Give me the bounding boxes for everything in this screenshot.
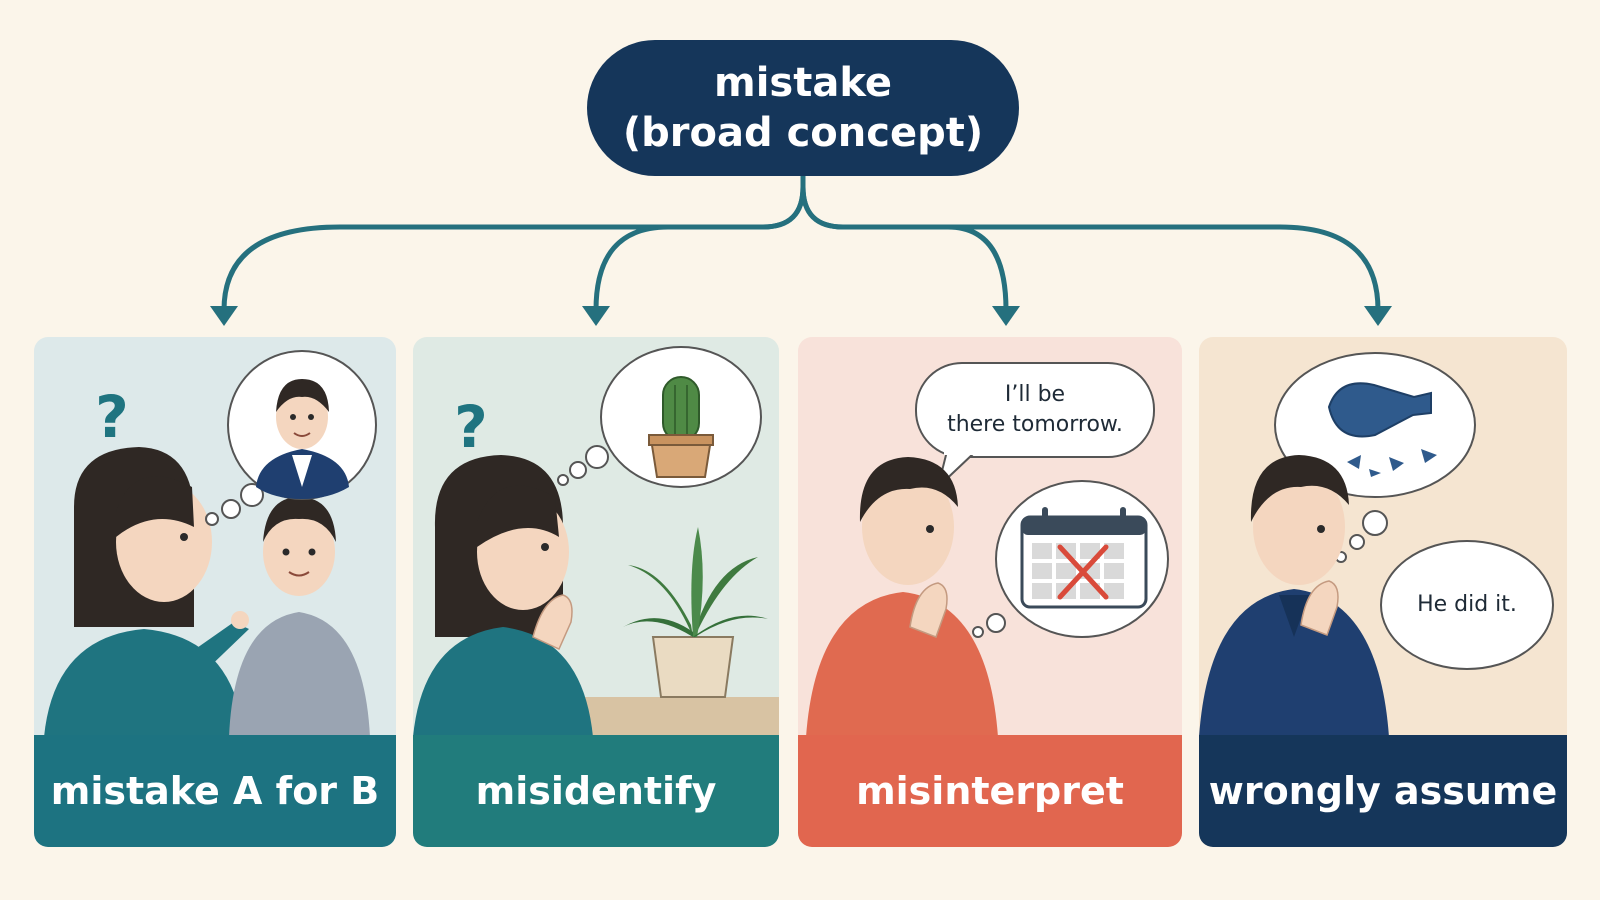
- arrow-to-misidentify: [593, 173, 806, 313]
- man-face: [263, 508, 335, 596]
- calendar-x-icon: [995, 480, 1169, 638]
- man-face: [862, 469, 954, 585]
- speech-bubble: [915, 362, 1155, 491]
- question-mark-icon: ?: [95, 383, 129, 451]
- thinking-hand: [1300, 580, 1339, 636]
- arrow-to-mistake-a-for-b: [221, 173, 806, 313]
- man-body: [806, 592, 998, 737]
- speech-bubble-text: I’ll be there tomorrow.: [916, 380, 1154, 440]
- arrow-to-wrongly-assume: [800, 173, 1381, 313]
- root-subtitle: (broad concept): [622, 110, 984, 156]
- card-misidentify: ?: [413, 337, 779, 847]
- arrowhead-3: [992, 306, 1020, 326]
- speech-line-1: I’ll be: [1004, 382, 1066, 407]
- scene-mistake-a-for-b: ?: [44, 350, 377, 737]
- pointing-hand: [184, 622, 249, 677]
- arrowhead-1: [210, 306, 238, 326]
- potted-plant: [623, 527, 768, 698]
- scene-misinterpret: [806, 362, 1169, 737]
- card-mistake-a-for-b: ?: [34, 337, 396, 847]
- speech-line-2: there tomorrow.: [947, 412, 1123, 437]
- man-face: [1253, 469, 1345, 585]
- thinking-hand: [532, 594, 573, 650]
- friend-thought-icon: [227, 350, 377, 500]
- arrowhead-2: [582, 306, 610, 326]
- card-label-misinterpret: misinterpret: [798, 735, 1182, 847]
- man-body: [229, 612, 370, 737]
- man-body: [1199, 589, 1389, 737]
- root-title: mistake: [714, 60, 892, 106]
- card-label-mistake-a-for-b: mistake A for B: [34, 735, 396, 847]
- thought-bubble: [1380, 540, 1554, 670]
- thought-bubble-text: He did it.: [1417, 592, 1517, 617]
- scene-misidentify: ?: [413, 346, 779, 737]
- thinking-hand: [909, 582, 948, 638]
- root-node: mistake (broad concept): [587, 40, 1019, 176]
- scene-wrongly-assume: [1199, 352, 1554, 737]
- card-label-misidentify: misidentify: [413, 735, 779, 847]
- woman-body: [413, 627, 593, 737]
- question-mark-icon: ?: [454, 393, 488, 461]
- arrow-to-misinterpret: [800, 173, 1009, 313]
- arrowhead-4: [1364, 306, 1392, 326]
- card-misinterpret: I’ll be there tomorrow. misinterpret: [798, 337, 1182, 847]
- card-wrongly-assume: He did it. wrongly assume: [1199, 337, 1567, 847]
- cactus-thought-icon: [600, 346, 762, 488]
- card-label-wrongly-assume: wrongly assume: [1199, 735, 1567, 847]
